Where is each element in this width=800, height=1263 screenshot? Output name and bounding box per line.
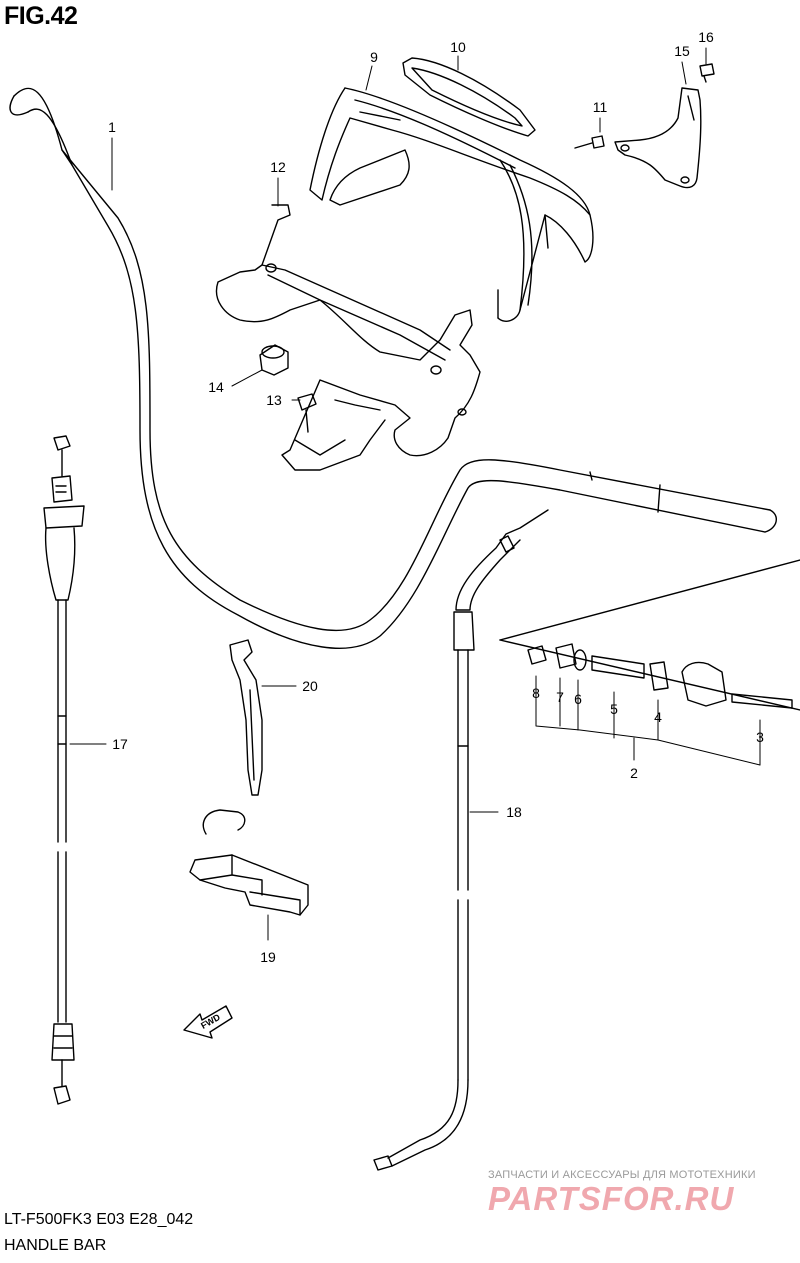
cable-18 xyxy=(373,509,549,1171)
callout-19: 19 xyxy=(260,949,276,965)
bolt-11 xyxy=(574,135,605,149)
handlebar xyxy=(9,87,777,649)
handlebar-cover xyxy=(309,87,594,322)
bolt-16 xyxy=(699,63,715,83)
callout-16: 16 xyxy=(698,29,714,45)
callout-labels: 1 2 3 4 5 6 7 8 9 10 11 12 13 14 15 16 1… xyxy=(108,29,764,1031)
collar-14 xyxy=(259,344,289,376)
callout-6: 6 xyxy=(574,691,582,707)
callout-12: 12 xyxy=(270,159,286,175)
bolt-13 xyxy=(297,393,317,433)
cable-17 xyxy=(43,435,85,1105)
bracket-15 xyxy=(614,87,702,189)
figure-title: FIG.42 xyxy=(4,2,78,30)
callout-4: 4 xyxy=(654,709,662,725)
callout-3: 3 xyxy=(756,729,764,745)
callout-7: 7 xyxy=(556,689,564,705)
callout-13: 13 xyxy=(266,392,282,408)
bracket-12 xyxy=(215,204,481,471)
callout-20: 20 xyxy=(302,678,318,694)
model-code: LT-F500FK3 E03 E28_042 xyxy=(4,1211,194,1228)
callout-1: 1 xyxy=(108,119,116,135)
watermark-tagline: ЗАПЧАСТИ И АКСЕССУАРЫ ДЛЯ МОТОТЕХНИКИ xyxy=(488,1169,756,1181)
watermark-logo: PARTSFOR.RU xyxy=(488,1180,735,1217)
callout-9: 9 xyxy=(370,49,378,65)
callout-14: 14 xyxy=(208,379,224,395)
callout-17: 17 xyxy=(112,736,128,752)
meter-glass xyxy=(402,57,536,137)
tie-20 xyxy=(229,639,263,796)
section-name: HANDLE BAR xyxy=(4,1237,107,1254)
leader-lines xyxy=(69,47,761,941)
bar-end-assembly xyxy=(499,559,800,711)
callout-15: 15 xyxy=(674,43,690,59)
callout-10: 10 xyxy=(450,39,466,55)
fwd-arrow-icon xyxy=(183,1005,233,1039)
callout-8: 8 xyxy=(532,685,540,701)
callout-18: 18 xyxy=(506,804,522,820)
clip-19 xyxy=(189,809,309,916)
callout-2: 2 xyxy=(630,765,638,781)
callout-11: 11 xyxy=(593,99,608,115)
callout-5: 5 xyxy=(610,701,618,717)
